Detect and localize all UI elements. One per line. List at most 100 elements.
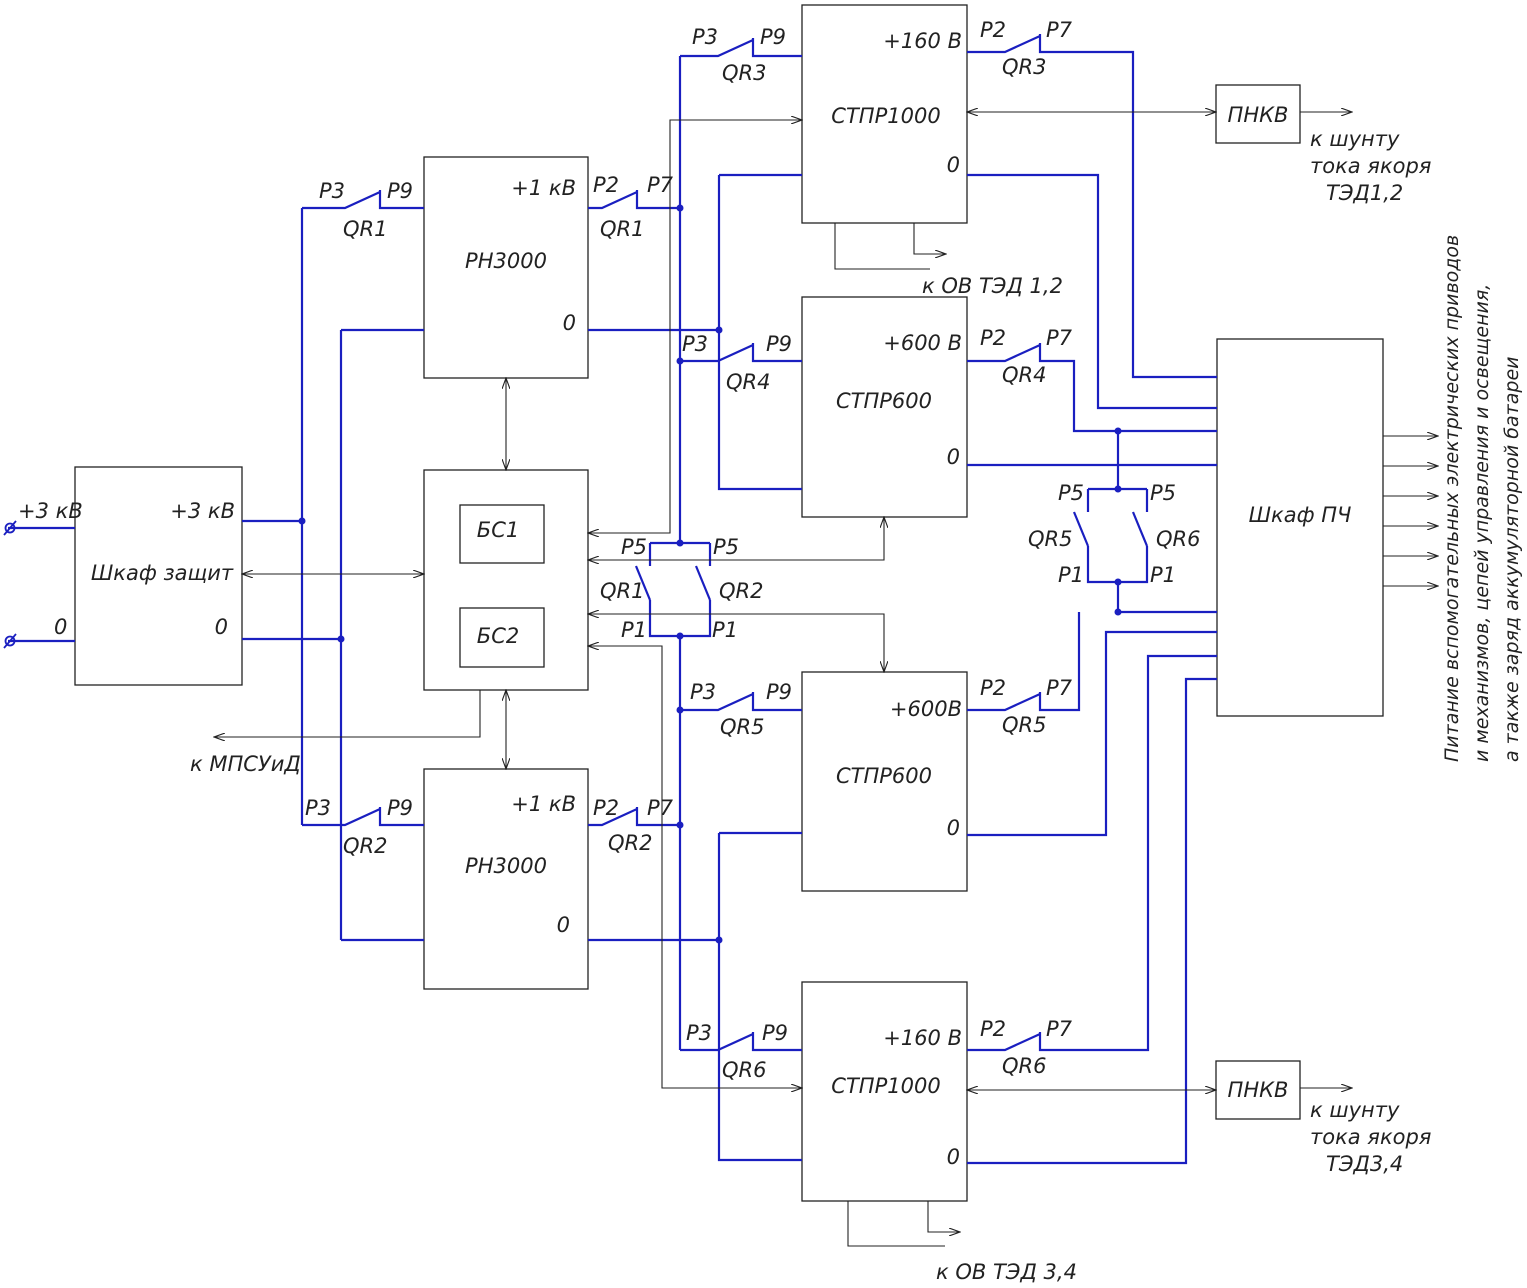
- pnkv-bottom-block: ПНКВ: [1215, 1060, 1301, 1120]
- label-p7: Р7: [647, 796, 674, 820]
- stpr600-top-out: +600 В: [883, 331, 962, 355]
- label-p1: Р1: [1150, 563, 1176, 587]
- protection-in-label: +3 кВ: [170, 499, 235, 523]
- label-p7: Р7: [1046, 326, 1073, 350]
- label-p5: Р5: [1150, 481, 1176, 505]
- pnkv-bot-label: ПНКВ: [1228, 1078, 1289, 1102]
- label-p9: Р9: [766, 680, 792, 704]
- pnkv-top-label: ПНКВ: [1228, 103, 1289, 127]
- shunt-top-line3: ТЭД1,2: [1326, 181, 1403, 205]
- terminal-zero-icon: [4, 635, 16, 647]
- label-qr2: QR2: [343, 834, 387, 858]
- label-qr3: QR3: [1002, 55, 1046, 79]
- label-qr4: QR4: [1002, 363, 1046, 387]
- stpr600-top-block: СТПР600 +600 В 0: [801, 296, 968, 518]
- label-p9: Р9: [387, 796, 413, 820]
- bs2-label: БС2: [477, 624, 519, 648]
- label-qr6: QR6: [1002, 1054, 1046, 1078]
- label-p3: Р3: [305, 796, 331, 820]
- stpr600-top-zero: 0: [947, 445, 960, 469]
- label-p3: Р3: [682, 332, 708, 356]
- shunt-top-line1: к шунту: [1310, 127, 1400, 151]
- bs-block: БС1 БС2: [423, 469, 589, 691]
- label-p1: Р1: [621, 618, 647, 642]
- label-p3: Р3: [690, 680, 716, 704]
- label-p5: Р5: [1058, 481, 1084, 505]
- label-qr1: QR1: [600, 217, 644, 241]
- label-qr5: QR5: [720, 715, 764, 739]
- rn3000-top-block: РН3000 +1 кВ 0: [423, 156, 589, 379]
- label-p2: Р2: [593, 173, 619, 197]
- stpr600-bot-zero: 0: [947, 816, 960, 840]
- stpr1000-bot-title: СТПР1000: [831, 1074, 940, 1098]
- label-qr5: QR5: [1028, 527, 1072, 551]
- label-p3: Р3: [686, 1021, 712, 1045]
- side-text-line3: а также заряд аккумуляторной батареи: [1501, 357, 1523, 762]
- contact-labels: Р3 Р9 QR1 Р2 Р7 QR1 Р3 Р9 QR2 Р2 Р7 QR2 …: [305, 18, 1200, 1082]
- label-p2: Р2: [980, 676, 1006, 700]
- protection-title: Шкаф защит: [91, 561, 234, 585]
- label-qr5: QR5: [1002, 713, 1046, 737]
- stpr600-bot-out: +600В: [890, 697, 962, 721]
- stpr1000-top-zero: 0: [947, 153, 960, 177]
- shunt-bot-line2: тока якоря: [1310, 1125, 1431, 1149]
- stpr1000-bottom-block: СТПР1000 +160 В 0: [801, 981, 968, 1202]
- rn3000-bottom-block: РН3000 +1 кВ 0: [423, 768, 589, 990]
- label-p7: Р7: [1046, 18, 1073, 42]
- label-qr1: QR1: [343, 217, 387, 241]
- label-qr2: QR2: [719, 579, 763, 603]
- rn-top-zero: 0: [563, 311, 576, 335]
- label-qr4: QR4: [726, 370, 770, 394]
- label-p9: Р9: [766, 332, 792, 356]
- stpr1000-top-title: СТПР1000: [831, 104, 940, 128]
- side-text-line2: и механизмов, цепей управления и освещен…: [1471, 284, 1493, 762]
- label-p5: Р5: [713, 535, 739, 559]
- protection-zero-label: 0: [215, 615, 228, 639]
- shunt-top-line2: тока якоря: [1310, 154, 1431, 178]
- rn-bot-title: РН3000: [465, 854, 547, 878]
- label-p9: Р9: [760, 25, 786, 49]
- stpr600-bot-title: СТПР600: [836, 764, 932, 788]
- rn-bot-zero: 0: [557, 913, 570, 937]
- label-qr3: QR3: [722, 61, 766, 85]
- side-text-line1: Питание вспомогательных электрических пр…: [1441, 235, 1463, 762]
- label-qr6: QR6: [1156, 527, 1200, 551]
- pch-title: Шкаф ПЧ: [1249, 503, 1352, 527]
- stpr600-bottom-block: СТПР600 +600В 0: [801, 671, 968, 892]
- control-lines: [214, 112, 1438, 1247]
- bs1-label: БС1: [477, 518, 519, 542]
- stpr1000-bot-out: +160 В: [883, 1026, 962, 1050]
- shunt-bot-line3: ТЭД3,4: [1326, 1152, 1403, 1176]
- label-p9: Р9: [762, 1021, 788, 1045]
- label-p9: Р9: [387, 179, 413, 203]
- label-ov-bot: к ОВ ТЭД 3,4: [936, 1260, 1077, 1284]
- stpr1000-top-block: СТПР1000 +160 В 0: [801, 4, 968, 224]
- label-p3: Р3: [692, 25, 718, 49]
- stpr1000-top-out: +160 В: [883, 29, 962, 53]
- label-p2: Р2: [593, 796, 619, 820]
- label-p5: Р5: [621, 535, 647, 559]
- label-p2: Р2: [980, 18, 1006, 42]
- label-p7: Р7: [1046, 1017, 1073, 1041]
- terminal-plus-icon: [4, 522, 16, 534]
- shunt-bot-line1: к шунту: [1310, 1098, 1400, 1122]
- annotations: к МПСУиД к ОВ ТЭД 1,2 к ОВ ТЭД 3,4 к шун…: [190, 127, 1523, 1284]
- input-zero-label: 0: [54, 615, 67, 639]
- label-qr6: QR6: [722, 1058, 766, 1082]
- label-p1: Р1: [712, 618, 738, 642]
- label-p2: Р2: [980, 326, 1006, 350]
- label-p7: Р7: [647, 173, 674, 197]
- rn-bot-out: +1 кВ: [511, 792, 576, 816]
- pnkv-top-block: ПНКВ: [1215, 84, 1301, 144]
- rn-top-title: РН3000: [465, 249, 547, 273]
- label-qr2: QR2: [608, 831, 652, 855]
- input-plus-label: +3 кВ: [18, 499, 83, 523]
- label-qr1: QR1: [600, 579, 644, 603]
- label-ov-top: к ОВ ТЭД 1,2: [922, 274, 1063, 298]
- stpr600-top-title: СТПР600: [836, 389, 932, 413]
- label-p2: Р2: [980, 1017, 1006, 1041]
- protection-cabinet: Шкаф защит +3 кВ 0: [74, 466, 243, 686]
- label-p1: Р1: [1058, 563, 1084, 587]
- pch-cabinet: Шкаф ПЧ: [1216, 338, 1384, 717]
